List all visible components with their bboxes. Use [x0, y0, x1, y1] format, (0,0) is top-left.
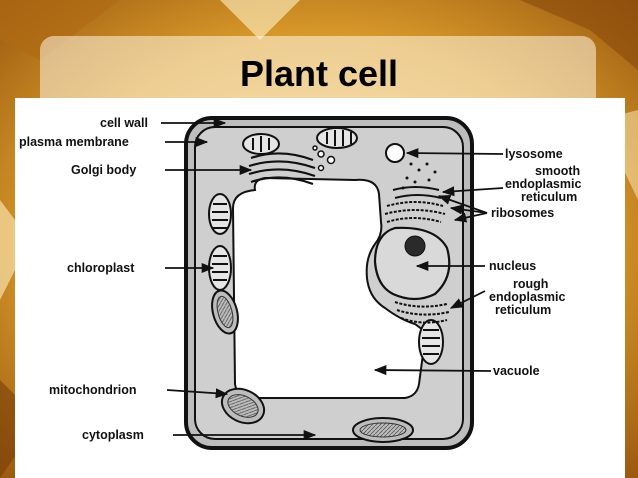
slide-title: Plant cell	[239, 53, 399, 94]
label-smooth-er-line3: reticulum	[521, 190, 577, 204]
leader-lines	[161, 117, 504, 441]
chloroplast-top-middle	[316, 127, 358, 149]
mitochondrion-left-middle	[211, 289, 239, 335]
nucleolus	[404, 235, 426, 257]
chloroplast-right	[418, 319, 444, 365]
rough-er-upper	[384, 201, 446, 223]
label-rough-er-line2: endoplasmic	[489, 290, 565, 304]
plant-cell-diagram: cell wall plasma membrane Golgi body chl…	[19, 116, 581, 450]
label-rough-er-line1: rough	[513, 277, 548, 291]
lysosome-shape	[385, 143, 405, 163]
mitochondrion-bottom-right	[352, 417, 414, 443]
label-cytoplasm: cytoplasm	[82, 428, 144, 442]
chloroplast-left-upper	[208, 193, 232, 235]
label-ribosomes: ribosomes	[491, 206, 554, 220]
label-lysosome: lysosome	[505, 147, 563, 161]
label-vacuole: vacuole	[493, 364, 540, 378]
golgi-body	[248, 152, 316, 186]
label-chloroplast: chloroplast	[67, 261, 135, 275]
label-rough-er-line3: reticulum	[495, 303, 551, 317]
label-cell-wall: cell wall	[100, 116, 148, 130]
label-nucleus: nucleus	[489, 259, 536, 273]
chloroplast-top-left	[242, 133, 280, 155]
label-smooth-er-line1: smooth	[535, 164, 580, 178]
plant-cell-figure: cell wall plasma membrane Golgi body chl…	[15, 98, 625, 478]
smooth-er-shape	[392, 186, 442, 199]
golgi-vesicles	[312, 145, 336, 172]
chloroplast-left-lower	[208, 245, 232, 291]
label-golgi-body: Golgi body	[71, 163, 136, 177]
mitochondrion-bottom-left	[220, 387, 266, 425]
label-mitochondrion: mitochondrion	[49, 383, 137, 397]
label-smooth-er-line2: endoplasmic	[505, 177, 581, 191]
nucleus-shape	[373, 226, 451, 301]
label-plasma-membrane: plasma membrane	[19, 135, 129, 149]
rough-er-lower	[394, 301, 450, 324]
